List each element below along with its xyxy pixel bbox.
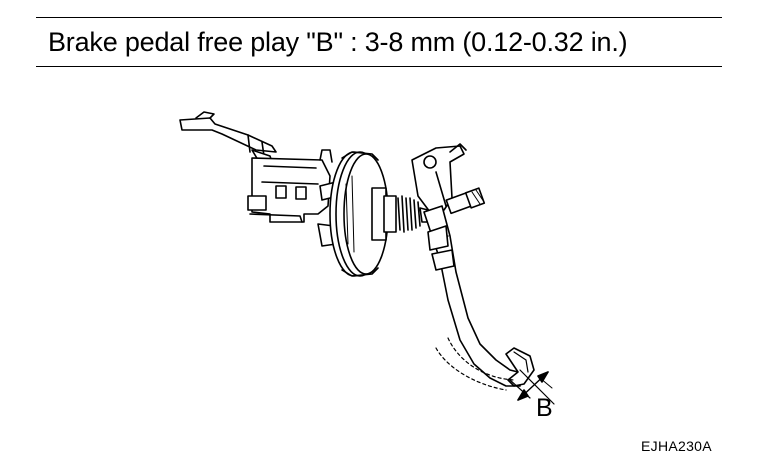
figure-code: EJHA230A (641, 438, 712, 454)
bottom-rule (36, 66, 722, 67)
free-play-dimension (509, 369, 555, 405)
free-play-label: B (536, 394, 553, 422)
top-rule (36, 17, 722, 18)
pedal-bracket (411, 143, 486, 215)
pedal-arm (423, 205, 521, 387)
brake-booster (329, 151, 389, 277)
mounting-bracket (179, 111, 277, 163)
master-cylinder (247, 149, 333, 223)
page-title: Brake pedal free play "B" : 3-8 mm (0.12… (48, 27, 628, 57)
pedal-travel-arcs (435, 337, 515, 391)
